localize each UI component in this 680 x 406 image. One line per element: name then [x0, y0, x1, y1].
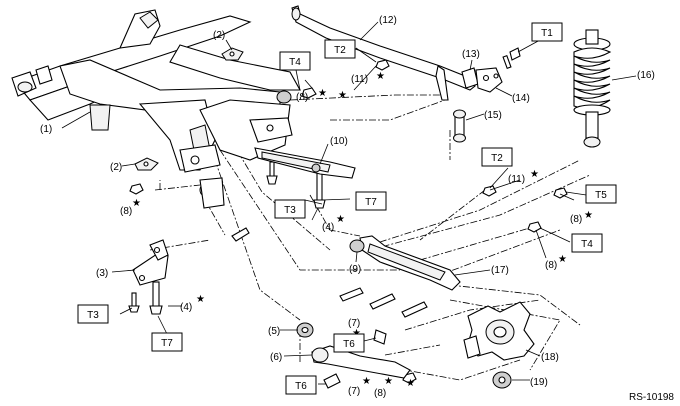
cover-plate-upper [221, 47, 244, 61]
callout-7-upper: (7) [348, 318, 360, 329]
torque-spec-boxes: T1 T2 T2 T3 T3 T4 T4 T5 [77, 22, 617, 395]
svg-text:T6: T6 [295, 381, 307, 392]
torque-box-t4-right: T4 [571, 233, 603, 253]
svg-text:T1: T1 [541, 28, 553, 39]
callout-5: (5) [268, 326, 280, 337]
bolt-t1 [502, 47, 521, 70]
svg-text:T2: T2 [334, 45, 346, 56]
svg-text:T3: T3 [284, 205, 296, 216]
callout-8-right-lower: (8) [545, 260, 557, 271]
callout-11-lower: (11) [508, 174, 525, 185]
star-marker: ★ [132, 198, 141, 209]
nut-8-left-frame [129, 183, 144, 195]
torque-box-t7-lower: T7 [151, 332, 183, 352]
torque-box-t1: T1 [531, 22, 563, 42]
trailing-link [311, 345, 411, 379]
callout-8-right-upper: (8) [570, 214, 582, 225]
stabilizer-clamp [475, 67, 503, 93]
callout-8-upper: (8) [296, 92, 308, 103]
star-marker: ★ [336, 214, 345, 225]
callout-8-left: (8) [120, 206, 132, 217]
callout-9: (9) [349, 264, 361, 275]
svg-text:T5: T5 [595, 190, 607, 201]
callout-12: (12) [379, 15, 397, 26]
torque-box-t2-lower: T2 [481, 147, 513, 167]
stabilizer-link [453, 109, 466, 143]
torque-box-t6-upper: T6 [333, 333, 365, 353]
svg-text:T6: T6 [343, 339, 355, 350]
shock-absorber-coil-spring [573, 29, 612, 148]
callout-labels: (1) (2) (2) (3) (4) (4) (5) (6) (7) (7) … [40, 15, 655, 399]
callout-6: (6) [270, 352, 282, 363]
upper-lateral-link [254, 147, 356, 179]
star-marker: ★ [318, 88, 327, 99]
rear-lower-arm [359, 235, 461, 291]
bolt-t6-upper [373, 329, 387, 345]
torque-box-t2-upper: T2 [324, 39, 356, 59]
torque-box-t3-lower: T3 [77, 304, 109, 324]
svg-text:T4: T4 [581, 239, 593, 250]
callout-11-upper: (11) [351, 74, 368, 85]
star-marker: ★ [384, 376, 393, 387]
callout-4-lower: (4) [180, 302, 192, 313]
callout-14: (14) [512, 93, 530, 104]
torque-box-t7-upper: T7 [355, 191, 387, 211]
nut-8-right-lower [527, 221, 542, 233]
callout-17: (17) [491, 265, 509, 276]
leader-lines [61, 21, 637, 385]
bolt-side [231, 227, 250, 242]
trailing-link-bushing [296, 322, 314, 338]
svg-text:T7: T7 [365, 197, 377, 208]
nut-11-stabilizer [375, 59, 390, 71]
svg-text:T4: T4 [289, 57, 301, 68]
callout-8-bottom: (8) [374, 388, 386, 399]
callout-7-lower: (7) [348, 386, 360, 397]
bolt-t3-upper [266, 161, 278, 185]
bolt-t6-lower [323, 373, 341, 389]
subframe-bracket [132, 239, 169, 286]
callout-2-upper: (2) [213, 30, 225, 41]
callout-18: (18) [541, 352, 559, 363]
svg-text:T2: T2 [491, 153, 503, 164]
callout-4-upper: (4) [322, 222, 334, 233]
star-marker: ★ [376, 71, 385, 82]
callout-13: (13) [462, 49, 480, 60]
lower-arm-bolts [339, 287, 428, 318]
star-marker: ★ [530, 169, 539, 180]
nut-8-upper-left [301, 87, 317, 99]
lower-arm-bushing [349, 239, 365, 253]
star-marker: ★ [406, 378, 415, 389]
knuckle-bushing [492, 371, 512, 389]
rear-subframe-crossmember [11, 9, 301, 209]
bolt-4-lower [149, 281, 163, 315]
torque-box-t4-upper: T4 [279, 51, 311, 71]
callout-16: (16) [637, 70, 655, 81]
callout-2-lower: (2) [110, 162, 122, 173]
callout-1: (1) [40, 124, 52, 135]
cover-plate-lower [134, 157, 159, 171]
star-marker: ★ [362, 376, 371, 387]
svg-text:T7: T7 [161, 338, 173, 349]
star-markers: ★ ★ ★ ★ ★ ★ ★ ★ ★ ★ ★ ★ ★ [132, 71, 593, 389]
torque-box-t5: T5 [585, 184, 617, 204]
bolt-t3-lower [128, 292, 140, 313]
star-marker: ★ [196, 294, 205, 305]
nut-11-link [482, 185, 497, 197]
star-marker: ★ [338, 90, 347, 101]
star-marker: ★ [558, 254, 567, 265]
star-marker: ★ [584, 210, 593, 221]
callout-19: (19) [530, 377, 548, 388]
callout-10: (10) [330, 136, 348, 147]
callout-3: (3) [96, 268, 108, 279]
torque-box-t3-upper: T3 [274, 199, 306, 219]
rear-knuckle-hub-carrier [463, 301, 535, 361]
svg-text:T3: T3 [87, 310, 99, 321]
reference-code: RS-10198 [629, 392, 674, 403]
callout-15: (15) [484, 110, 502, 121]
torque-box-t6-lower: T6 [285, 375, 317, 395]
